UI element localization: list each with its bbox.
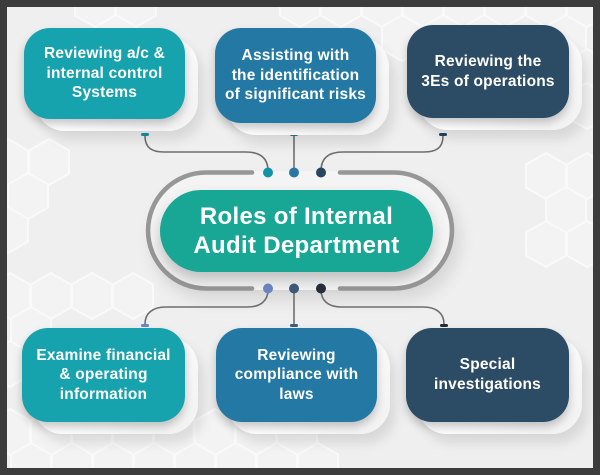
- ring-dot-bottom-right: [316, 283, 326, 294]
- ring-dot-bottom-center: [289, 283, 299, 294]
- ring-right-half: [337, 170, 455, 291]
- connector-top-right: [320, 135, 444, 172]
- pin-tip-bottom-left: [141, 324, 149, 327]
- connector-top-left: [144, 135, 269, 172]
- pin-tip-bottom-center: [290, 324, 298, 327]
- pin-tip-top-left: [141, 133, 149, 136]
- connector-bottom-left: [144, 289, 269, 325]
- ring-dot-top-center: [289, 167, 299, 178]
- ring-left-half: [145, 170, 255, 291]
- ring-dot-bottom-left: [263, 283, 273, 294]
- pin-tip-top-right: [439, 133, 447, 136]
- connector-bottom-right: [320, 289, 445, 325]
- ring-dot-top-left: [263, 167, 273, 178]
- pin-tip-bottom-right: [440, 324, 448, 327]
- ring-dot-top-right: [316, 167, 326, 178]
